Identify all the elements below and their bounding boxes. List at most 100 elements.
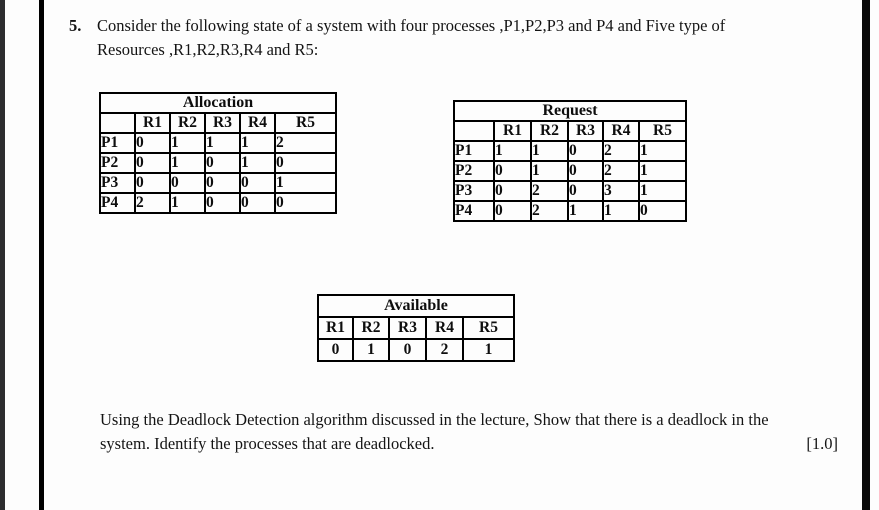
request-header-row: R1 R2 R3 R4 R5 — [453, 120, 687, 142]
allocation-cell: 0 — [239, 192, 276, 214]
allocation-cell: 0 — [274, 152, 337, 174]
request-cell: 1 — [638, 140, 687, 162]
table-row: P4 2 1 0 0 0 — [99, 192, 337, 214]
request-p2-label: P2 — [453, 160, 495, 182]
allocation-header-row: R1 R2 R3 R4 R5 — [99, 112, 337, 134]
request-header-r4: R4 — [602, 120, 640, 142]
instruction-line-2: system. Identify the processes that are … — [100, 434, 435, 453]
available-header-r4: R4 — [425, 316, 464, 340]
request-cell: 1 — [530, 160, 569, 182]
question-number: 5. — [69, 16, 82, 35]
table-row: P1 0 1 1 1 2 — [99, 132, 337, 154]
allocation-cell: 0 — [169, 172, 206, 194]
request-cell: 3 — [602, 180, 640, 202]
available-header-r5: R5 — [462, 316, 515, 340]
request-table-title: Request — [453, 100, 687, 122]
table-row: 0 1 0 2 1 — [317, 338, 515, 362]
request-corner-cell — [453, 120, 495, 142]
available-table-title: Available — [317, 294, 515, 318]
allocation-cell: 0 — [134, 152, 171, 174]
table-row: P2 0 1 0 1 0 — [99, 152, 337, 174]
available-header-r3: R3 — [388, 316, 427, 340]
request-cell: 0 — [493, 160, 532, 182]
allocation-header-r2: R2 — [169, 112, 206, 134]
allocation-cell: 1 — [239, 132, 276, 154]
request-cell: 1 — [530, 140, 569, 162]
allocation-cell: 0 — [134, 172, 171, 194]
request-cell: 0 — [493, 200, 532, 222]
request-cell: 0 — [567, 180, 604, 202]
available-title-row: Available — [317, 294, 515, 318]
request-table: Request R1 R2 R3 R4 R5 P1 1 1 0 2 1 P2 0… — [453, 100, 687, 222]
left-margin-rule — [39, 0, 44, 510]
available-header-row: R1 R2 R3 R4 R5 — [317, 316, 515, 340]
allocation-table: Allocation R1 R2 R3 R4 R5 P1 0 1 1 1 2 P… — [99, 92, 337, 214]
allocation-cell: 0 — [134, 132, 171, 154]
question-line-2: Resources ,R1,R2,R3,R4 and R5: — [97, 40, 319, 59]
allocation-cell: 0 — [204, 192, 241, 214]
allocation-cell: 1 — [239, 152, 276, 174]
allocation-cell: 0 — [274, 192, 337, 214]
request-p3-label: P3 — [453, 180, 495, 202]
allocation-header-r3: R3 — [204, 112, 241, 134]
allocation-cell: 2 — [134, 192, 171, 214]
request-cell: 0 — [567, 160, 604, 182]
request-cell: 1 — [493, 140, 532, 162]
allocation-p1-label: P1 — [99, 132, 136, 154]
table-row: P3 0 0 0 0 1 — [99, 172, 337, 194]
request-cell: 2 — [602, 160, 640, 182]
table-row: P1 1 1 0 2 1 — [453, 140, 687, 162]
task-instruction-block: Using the Deadlock Detection algorithm d… — [100, 408, 838, 456]
request-p4-label: P4 — [453, 200, 495, 222]
request-cell: 2 — [530, 180, 569, 202]
available-header-r1: R1 — [317, 316, 354, 340]
request-cell: 1 — [567, 200, 604, 222]
request-cell: 1 — [602, 200, 640, 222]
request-cell: 0 — [567, 140, 604, 162]
allocation-cell: 1 — [274, 172, 337, 194]
allocation-p3-label: P3 — [99, 172, 136, 194]
available-table: Available R1 R2 R3 R4 R5 0 1 0 2 1 — [317, 294, 515, 362]
table-row: P4 0 2 1 1 0 — [453, 200, 687, 222]
instruction-line-1: Using the Deadlock Detection algorithm d… — [100, 410, 769, 429]
available-cell: 2 — [425, 338, 464, 362]
allocation-corner-cell — [99, 112, 136, 134]
table-row: P2 0 1 0 2 1 — [453, 160, 687, 182]
available-cell: 0 — [317, 338, 354, 362]
request-cell: 2 — [602, 140, 640, 162]
request-header-r2: R2 — [530, 120, 569, 142]
allocation-cell: 2 — [274, 132, 337, 154]
marks-badge: [1.0] — [806, 434, 838, 453]
allocation-cell: 1 — [169, 152, 206, 174]
available-cell: 1 — [462, 338, 515, 362]
question-text: Consider the following state of a system… — [97, 14, 844, 62]
allocation-cell: 1 — [169, 132, 206, 154]
request-cell: 1 — [638, 160, 687, 182]
question-block: 5. Consider the following state of a sys… — [69, 14, 844, 62]
allocation-header-r4: R4 — [239, 112, 276, 134]
request-header-r5: R5 — [638, 120, 687, 142]
allocation-title-row: Allocation — [99, 92, 337, 114]
allocation-cell: 1 — [169, 192, 206, 214]
table-row: P3 0 2 0 3 1 — [453, 180, 687, 202]
request-p1-label: P1 — [453, 140, 495, 162]
right-edge-bar — [862, 0, 870, 510]
allocation-header-r1: R1 — [134, 112, 171, 134]
allocation-p2-label: P2 — [99, 152, 136, 174]
request-cell: 0 — [493, 180, 532, 202]
question-line-1: Consider the following state of a system… — [97, 16, 726, 35]
allocation-table-title: Allocation — [99, 92, 337, 114]
request-header-r3: R3 — [567, 120, 604, 142]
request-cell: 0 — [638, 200, 687, 222]
request-title-row: Request — [453, 100, 687, 122]
request-cell: 1 — [638, 180, 687, 202]
left-edge-strip — [0, 0, 5, 510]
available-cell: 1 — [352, 338, 390, 362]
allocation-cell: 0 — [239, 172, 276, 194]
allocation-p4-label: P4 — [99, 192, 136, 214]
request-header-r1: R1 — [493, 120, 532, 142]
available-cell: 0 — [388, 338, 427, 362]
allocation-cell: 0 — [204, 152, 241, 174]
request-cell: 2 — [530, 200, 569, 222]
